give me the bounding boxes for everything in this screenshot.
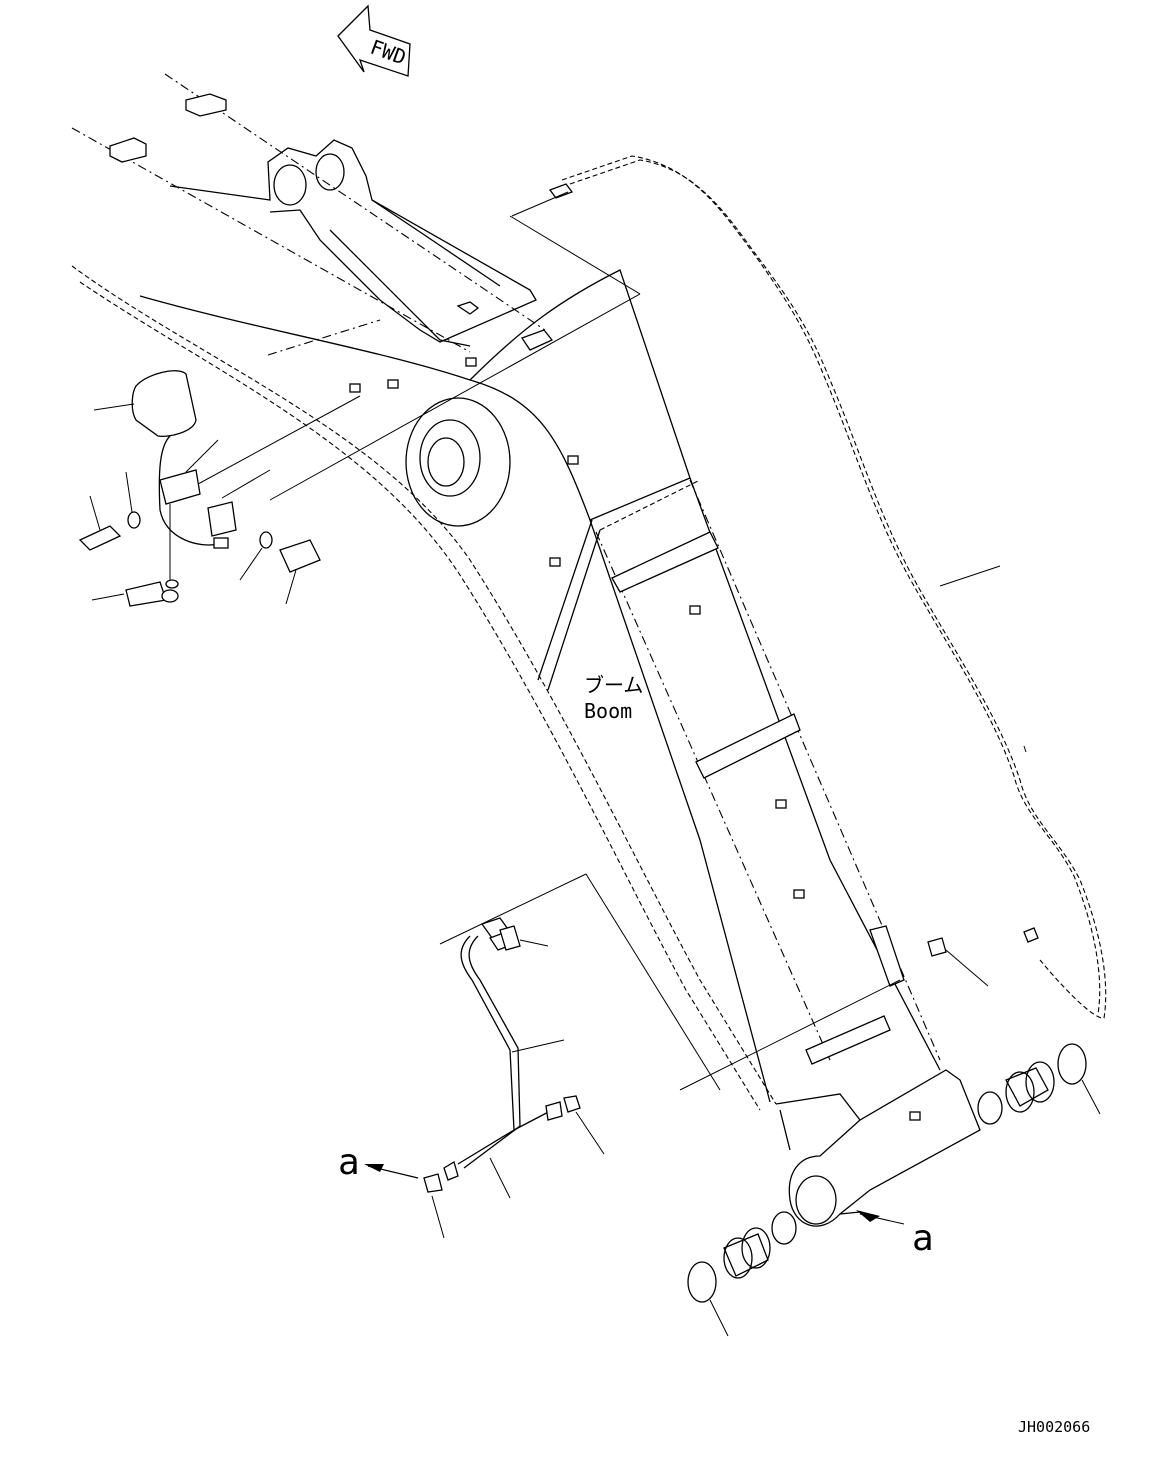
grease-fitting — [927, 937, 989, 987]
work-lamp — [93, 370, 271, 580]
bushings-right — [977, 1043, 1101, 1125]
small-bolts — [349, 357, 921, 1121]
boom-label-jp: ブーム — [584, 673, 643, 697]
view-marker-left-label: a — [338, 1142, 360, 1183]
boom-boss — [405, 397, 511, 527]
boom-nose — [775, 1069, 981, 1227]
center-lines — [71, 73, 546, 356]
boom-piping — [548, 155, 1107, 1019]
grease-piping — [423, 917, 605, 1239]
boom-body — [71, 265, 941, 1111]
view-marker-right-label: a — [912, 1218, 934, 1259]
lamp-hardware — [78, 471, 321, 607]
boom-cover-plates — [595, 479, 941, 1065]
view-marker-left: a — [338, 1142, 419, 1183]
fwd-arrow: FWD — [337, 4, 411, 77]
view-marker-right: a — [856, 1210, 934, 1259]
bushings-lower — [687, 1211, 797, 1337]
leader-lines — [175, 191, 901, 1091]
boom-foot — [169, 139, 537, 347]
drawing-number: JH002066 — [1018, 1418, 1090, 1436]
boom-label-en: Boom — [584, 699, 632, 723]
clamp-blocks — [109, 93, 554, 351]
